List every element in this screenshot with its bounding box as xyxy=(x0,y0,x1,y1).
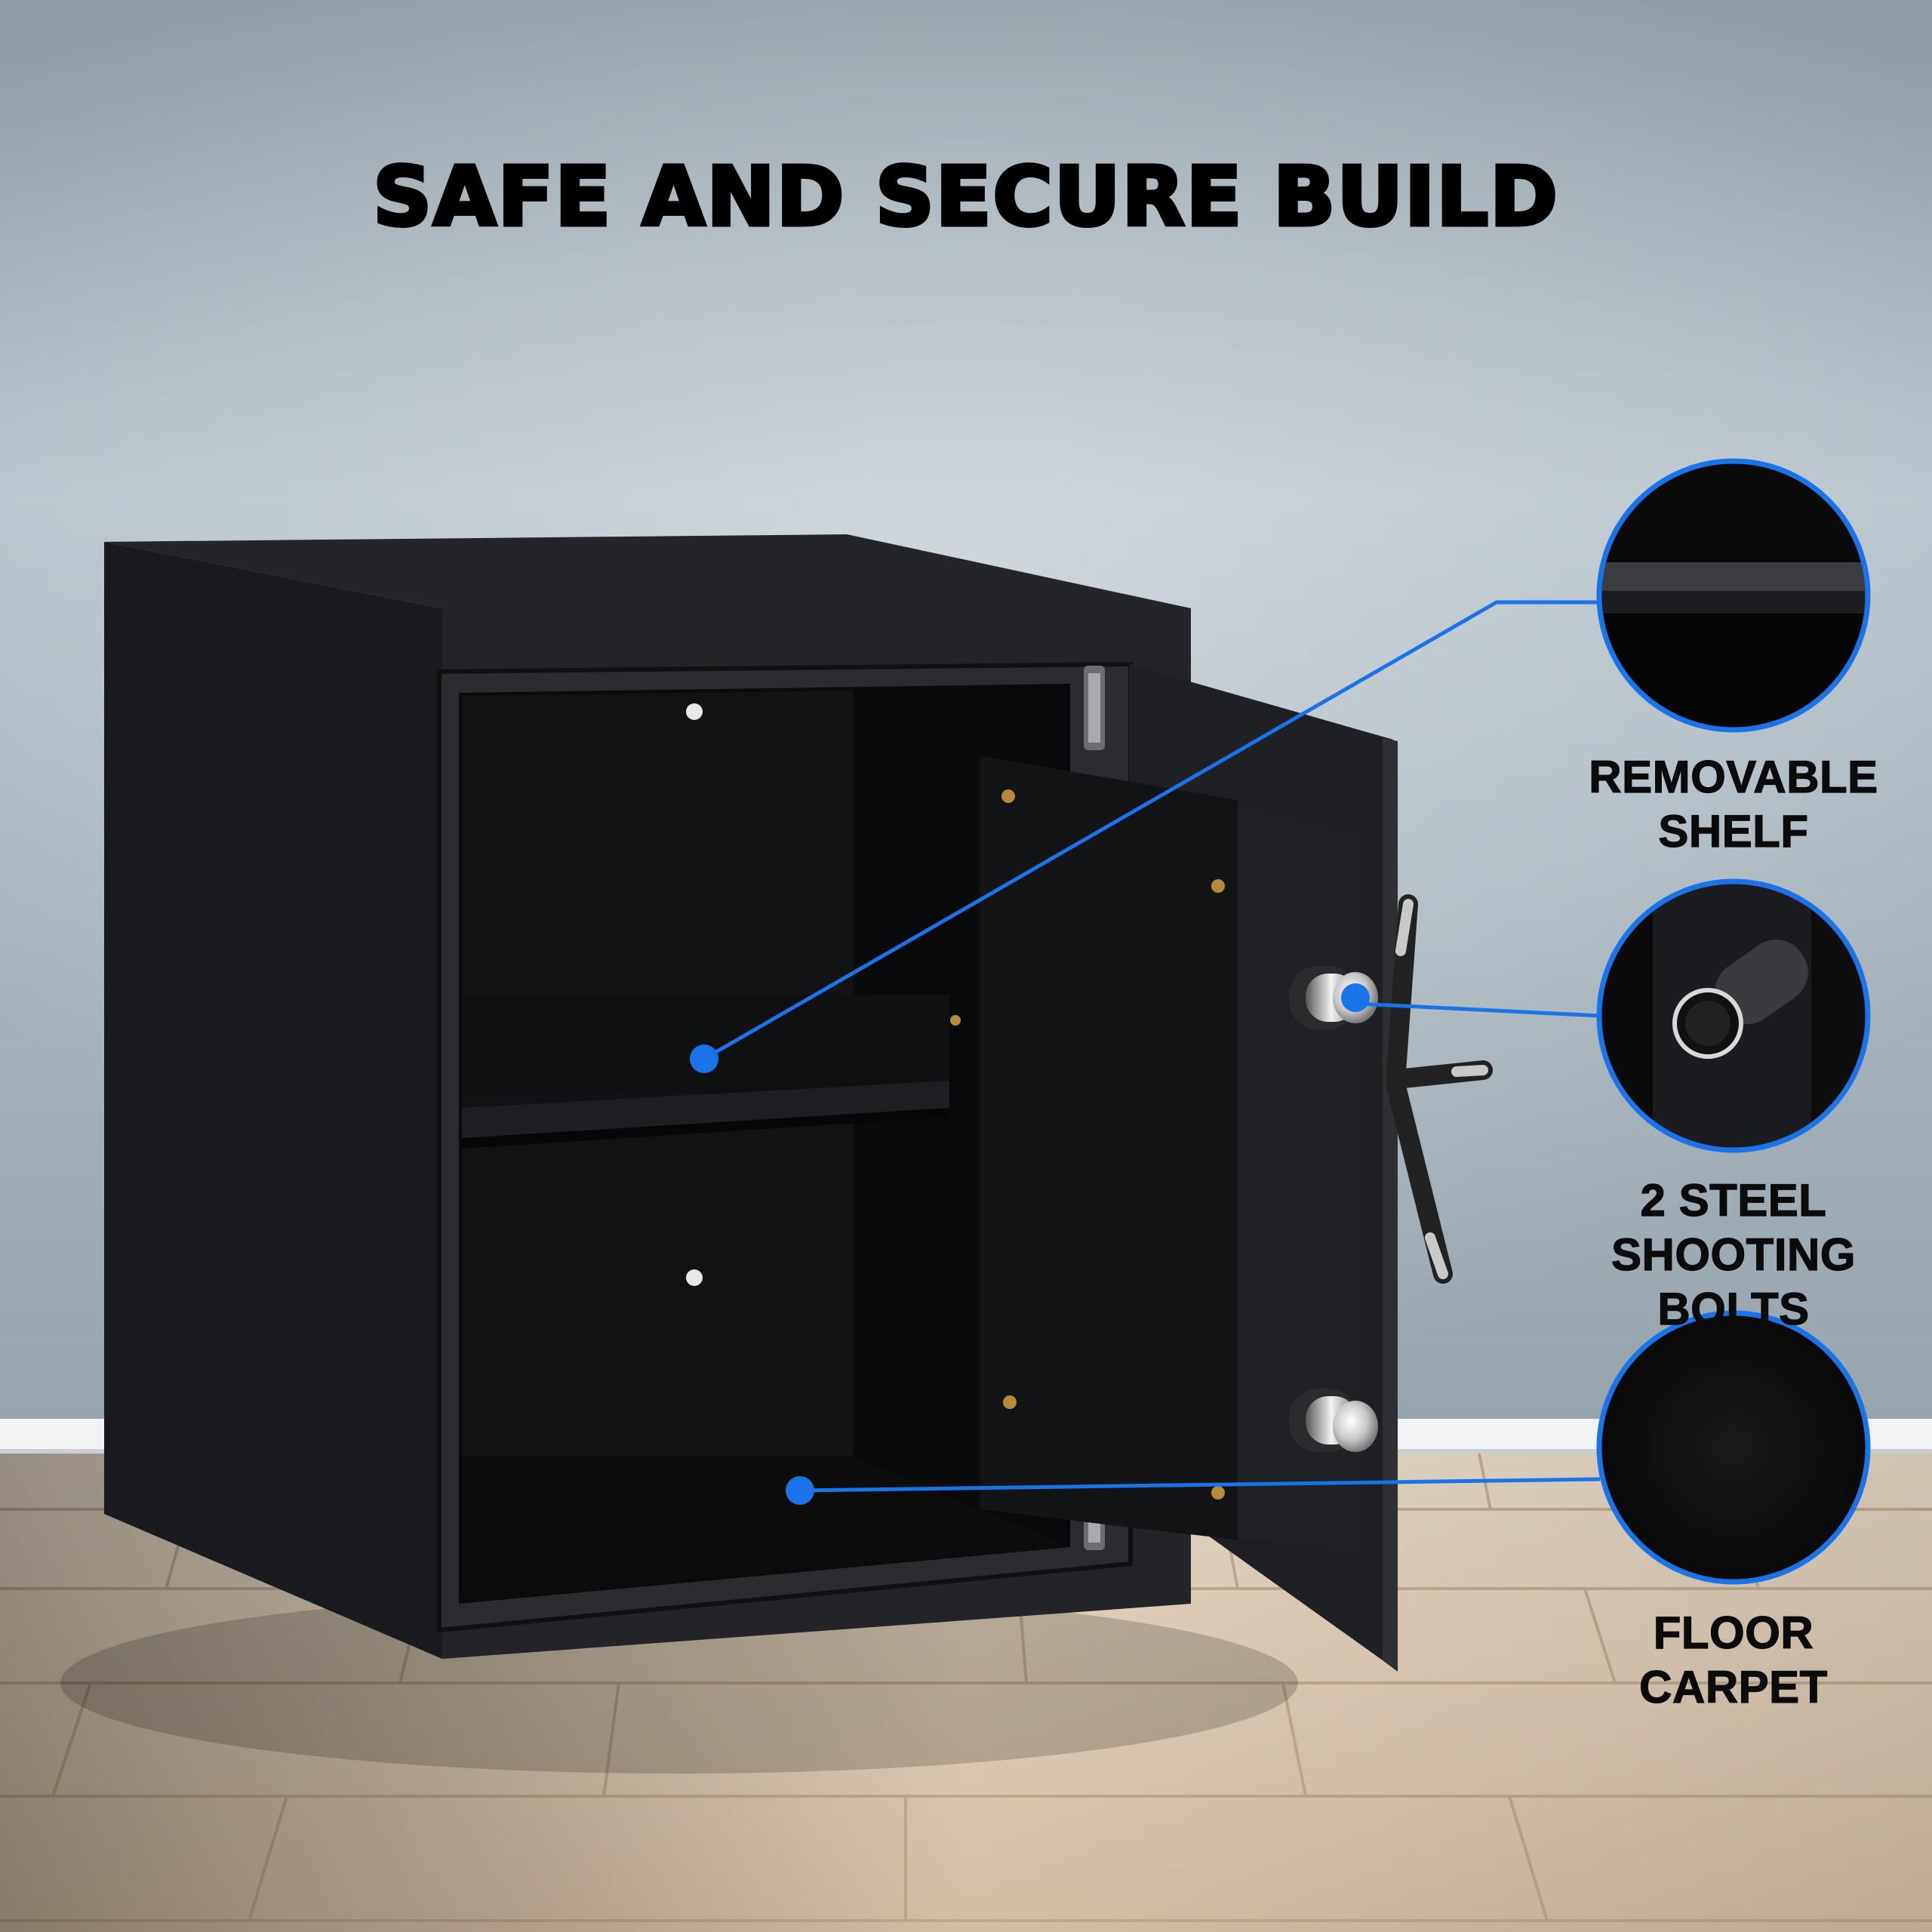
removable-shelf xyxy=(462,1081,949,1138)
shelf-closeup xyxy=(1596,458,1871,733)
shooting-bolt-bottom xyxy=(1333,1401,1378,1452)
callout-dot-carpet xyxy=(786,1476,814,1505)
callout-dot-shelf xyxy=(690,1044,718,1073)
spoke-handle xyxy=(1386,894,1493,1284)
feature-label-line: CARPET xyxy=(1639,1661,1828,1712)
feature-label-line: 2 STEEL xyxy=(1640,1174,1827,1226)
callout-dot-bolt xyxy=(1341,983,1370,1012)
bolt-closeup xyxy=(1596,878,1871,1153)
feature-label-line: SHOOTING BOLTS xyxy=(1611,1229,1856,1334)
callout-lines xyxy=(703,600,1601,1493)
feature-label-bolts: 2 STEEL SHOOTING BOLTS xyxy=(1537,1174,1930,1337)
feature-label-shelf: REMOVABLE SHELF xyxy=(1537,750,1930,859)
feature-label-line: FLOOR xyxy=(1653,1607,1814,1658)
feature-label-carpet: FLOOR CARPET xyxy=(1537,1606,1930,1715)
carpet-closeup xyxy=(1596,1310,1871,1585)
safe-door xyxy=(950,664,1493,1672)
headline: SAFE AND SECURE BUILD xyxy=(371,150,1559,245)
floor-carpet xyxy=(462,1457,1070,1598)
feature-label-line: SHELF xyxy=(1658,805,1809,857)
feature-label-line: REMOVABLE xyxy=(1589,751,1878,802)
